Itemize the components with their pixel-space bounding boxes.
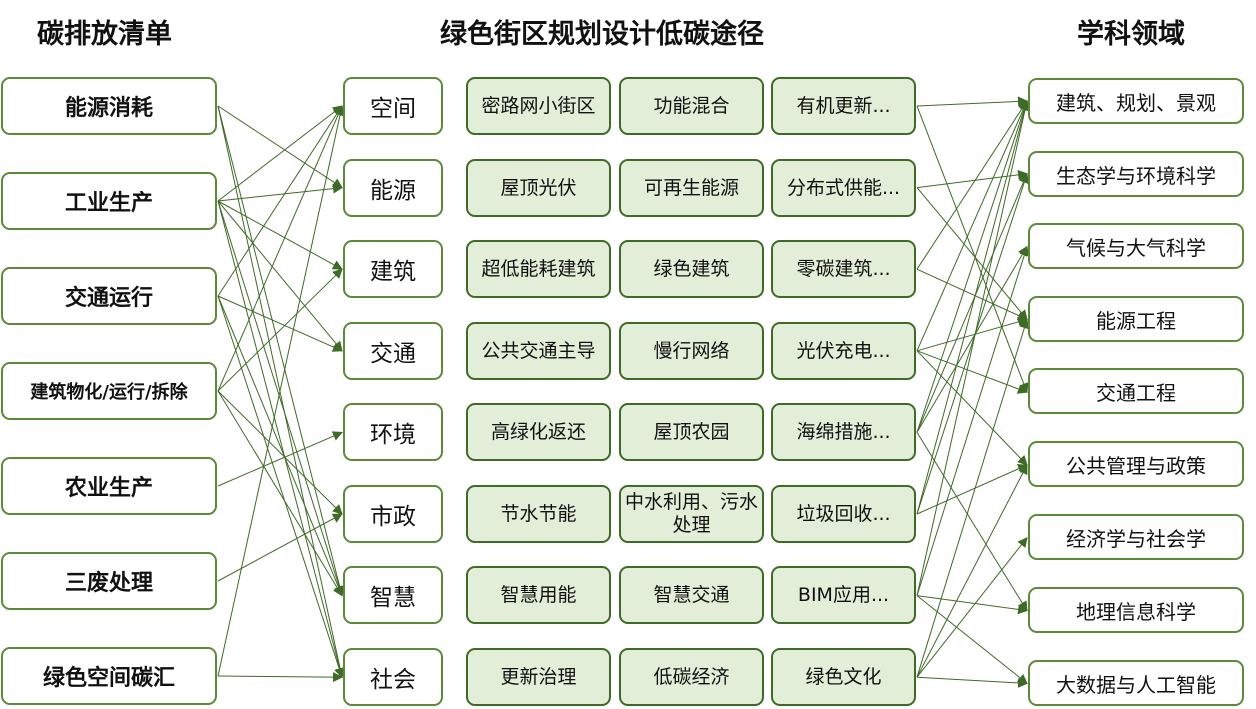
category-society: 社会	[343, 648, 443, 706]
connection-arrow	[217, 268, 343, 392]
source-industrial-production: 工业生产	[1, 172, 217, 230]
measure-card: BIM应用...	[771, 566, 916, 624]
discipline-big-data-ai: 大数据与人工智能	[1028, 660, 1244, 706]
connection-arrow	[217, 200, 345, 679]
title-carbon-inventory: 碳排放清单	[37, 19, 172, 50]
connection-arrow	[217, 672, 343, 683]
measure-card: 功能混合	[619, 77, 764, 135]
measure-card: 可再生能源	[619, 159, 764, 217]
category-energy: 能源	[343, 159, 443, 217]
connection-arrow	[217, 295, 343, 352]
connection-arrow	[916, 432, 1028, 612]
discipline-energy-engineering: 能源工程	[1028, 296, 1244, 342]
connection-arrow	[916, 172, 1029, 433]
measure-card: 慢行网络	[619, 322, 764, 380]
category-transport: 交通	[343, 322, 443, 380]
connection-arrow	[217, 513, 343, 582]
measure-card: 节水节能	[466, 485, 611, 543]
connection-arrow	[916, 100, 1030, 515]
category-smart: 智慧	[343, 566, 443, 624]
measure-card: 更新治理	[466, 648, 611, 706]
title-disciplines: 学科领域	[1077, 19, 1185, 50]
connection-arrow	[916, 350, 1028, 466]
measure-card: 绿色文化	[771, 648, 916, 706]
source-waste-treatment: 三废处理	[1, 552, 217, 610]
connection-arrow	[217, 200, 343, 270]
source-energy-consumption: 能源消耗	[1, 77, 217, 135]
connection-arrow	[217, 105, 343, 392]
connection-arrow	[916, 268, 1028, 321]
connection-arrow	[916, 676, 1028, 688]
connection-arrow	[217, 105, 343, 189]
measure-card: 海绵措施...	[771, 403, 916, 461]
connection-arrow	[916, 537, 1028, 678]
measure-card: 低碳经济	[619, 648, 764, 706]
connection-arrow	[916, 464, 1028, 678]
connection-arrow	[916, 595, 1028, 615]
connection-arrow	[916, 100, 1028, 352]
discipline-transport-engineering: 交通工程	[1028, 368, 1244, 414]
discipline-ecology-environment: 生态学与环境科学	[1028, 151, 1244, 197]
connection-arrow	[217, 390, 343, 515]
connection-arrow	[217, 431, 343, 487]
category-building: 建筑	[343, 240, 443, 298]
connection-arrow	[916, 96, 1028, 107]
connection-arrow	[916, 105, 1029, 394]
measure-card: 屋顶农园	[619, 403, 764, 461]
connection-arrow	[916, 464, 1028, 515]
measure-card: 高绿化返还	[466, 403, 611, 461]
connection-arrow	[217, 105, 343, 202]
connection-arrow	[916, 172, 1029, 515]
title-low-carbon-pathways: 绿色街区规划设计低碳途径	[440, 19, 764, 50]
measure-card: 智慧用能	[466, 566, 611, 624]
measure-card: 中水利用、污水处理	[619, 485, 764, 543]
source-transport-operation: 交通运行	[1, 267, 217, 325]
connection-arrow	[217, 183, 343, 202]
source-agriculture: 农业生产	[1, 457, 217, 515]
measure-card: 超低能耗建筑	[466, 240, 611, 298]
connection-arrow	[916, 100, 1030, 596]
measure-card: 分布式供能...	[771, 159, 916, 217]
connection-arrow	[916, 245, 1030, 596]
discipline-public-policy: 公共管理与政策	[1028, 441, 1244, 487]
source-green-space-carbon-sink: 绿色空间碳汇	[1, 647, 217, 705]
connection-arrow	[916, 169, 1028, 189]
measure-card: 绿色建筑	[619, 240, 764, 298]
connection-arrow	[217, 200, 345, 597]
measure-card: 光伏充电...	[771, 322, 916, 380]
discipline-economics-sociology: 经济学与社会学	[1028, 514, 1244, 560]
connection-arrow	[916, 100, 1028, 270]
connection-arrow	[217, 105, 345, 677]
discipline-climate-atmosphere: 气候与大气科学	[1028, 223, 1244, 269]
measure-card: 屋顶光伏	[466, 159, 611, 217]
measure-card: 垃圾回收...	[771, 485, 916, 543]
connection-arrow	[916, 187, 1028, 321]
measure-card: 智慧交通	[619, 566, 764, 624]
measure-card: 密路网小街区	[466, 77, 611, 135]
measure-card: 有机更新...	[771, 77, 916, 135]
connection-arrow	[916, 100, 1029, 433]
connection-arrow	[916, 350, 1028, 394]
discipline-architecture-planning-landscape: 建筑、规划、景观	[1028, 78, 1244, 124]
connection-arrow	[916, 245, 1028, 433]
connection-arrow	[217, 295, 344, 679]
discipline-geographic-information: 地理信息科学	[1028, 587, 1244, 633]
category-municipal: 市政	[343, 485, 443, 543]
connection-arrow	[217, 200, 343, 352]
connection-arrow	[916, 595, 1028, 685]
measure-card: 公共交通主导	[466, 322, 611, 380]
connection-arrow	[217, 105, 345, 597]
source-building-lifecycle: 建筑物化/运行/拆除	[1, 362, 217, 420]
connection-arrow	[916, 317, 1028, 352]
connection-arrow	[217, 105, 343, 297]
connection-arrow	[916, 318, 1030, 678]
category-space: 空间	[343, 77, 443, 135]
connection-arrow	[217, 390, 343, 597]
connection-arrow	[217, 295, 344, 597]
category-environment: 环境	[343, 403, 443, 461]
measure-card: 零碳建筑...	[771, 240, 916, 298]
